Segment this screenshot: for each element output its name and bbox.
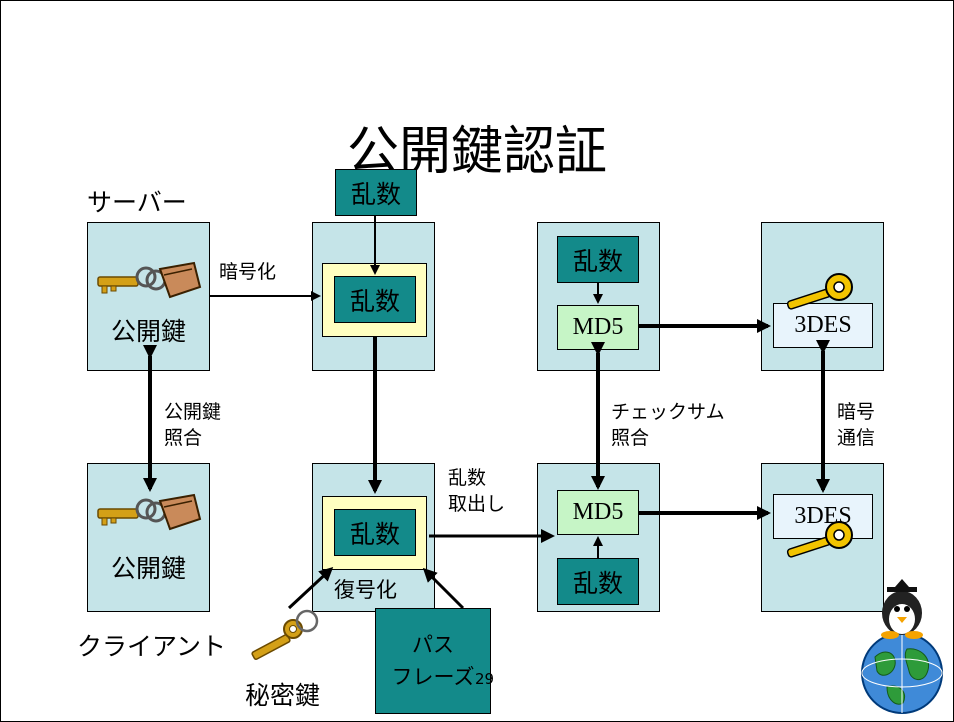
passphrase-line-1: パス	[412, 633, 454, 657]
random-extract-line-1: 乱数	[448, 467, 487, 489]
server-pubkey-label: 公開鍵	[110, 317, 186, 346]
client-gold-key-icon	[786, 521, 853, 558]
private-key-arrow	[287, 566, 334, 610]
client-label: クライアント	[77, 632, 227, 661]
crypto-comm-line-1: 暗号	[837, 401, 876, 423]
client-key-ring-icon	[97, 493, 202, 531]
pubkey-match-line-1: 公開鍵	[164, 401, 222, 423]
checksum-label: チェックサム 照合	[611, 399, 725, 451]
pubkey-match-line-2: 照合	[164, 427, 203, 449]
passphrase-line-2: フレーズ	[391, 665, 475, 689]
checksum-line-1: チェックサム	[611, 401, 725, 423]
private-key-icon	[251, 609, 319, 660]
decrypt-label: 復号化	[334, 578, 397, 602]
page-number: 29	[475, 670, 495, 688]
client-3des-box: 3DES	[773, 494, 873, 539]
random-top-box: 乱数	[335, 169, 417, 216]
client-md5-box: MD5	[557, 490, 639, 535]
server-md5-box: MD5	[557, 305, 639, 350]
server-random-box: 乱数	[557, 236, 639, 283]
checksum-line-2: 照合	[611, 427, 650, 449]
globe-mascot-icon	[861, 579, 943, 714]
random-extract-line-2: 取出し	[448, 493, 506, 515]
private-key-label: 秘密鍵	[245, 681, 321, 710]
random-extract-label: 乱数 取出し	[448, 465, 505, 517]
client-random-box: 乱数	[557, 558, 639, 605]
encrypt-label: 暗号化	[219, 261, 277, 283]
encrypted-random-box: 乱数	[334, 276, 416, 323]
decrypted-random-box: 乱数	[334, 509, 416, 556]
passphrase-arrow	[422, 567, 465, 610]
crypto-comm-label: 暗号 通信	[837, 399, 875, 451]
pubkey-match-label: 公開鍵 照合	[164, 399, 221, 451]
passphrase-box: パス フレーズ	[375, 608, 491, 714]
server-label: サーバー	[87, 188, 187, 217]
server-gold-key-icon	[786, 273, 853, 310]
crypto-comm-line-2: 通信	[837, 427, 876, 449]
client-pubkey-label: 公開鍵	[110, 554, 186, 583]
server-key-ring-icon	[97, 261, 202, 299]
